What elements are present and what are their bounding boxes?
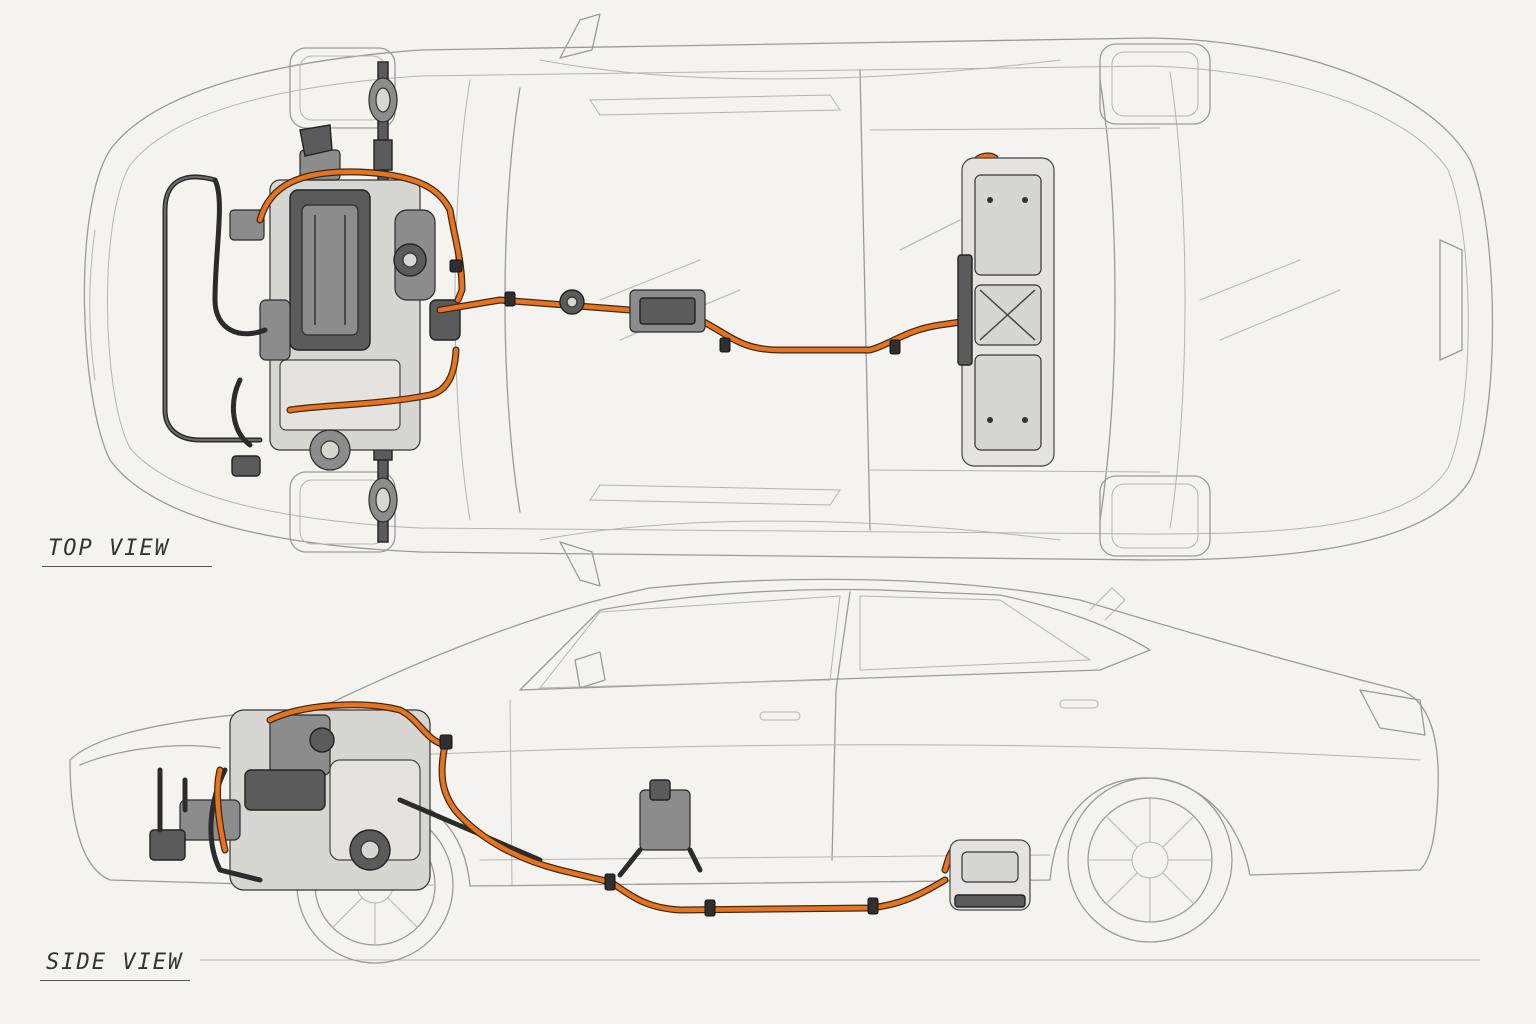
top-view-high-voltage-cable <box>256 152 999 414</box>
side-view-battery-pack <box>949 839 1031 911</box>
side-view-inverter-unit <box>617 779 703 878</box>
top-view-battery-pack <box>957 157 1055 467</box>
top-view-car-outline <box>83 13 1494 587</box>
side-view-label: SIDE VIEW <box>40 950 190 981</box>
top-view-inverter-unit <box>559 289 706 333</box>
top-view-coolant-hoses <box>162 174 268 477</box>
top-view-label-underline <box>42 566 212 567</box>
top-view-engine <box>259 124 461 471</box>
side-view-engine <box>149 709 543 891</box>
side-view-label-underline <box>40 980 190 981</box>
top-view-label-text: TOP VIEW <box>48 536 170 561</box>
side-view-label-text: SIDE VIEW <box>46 950 184 975</box>
top-view-label: TOP VIEW <box>42 536 212 567</box>
